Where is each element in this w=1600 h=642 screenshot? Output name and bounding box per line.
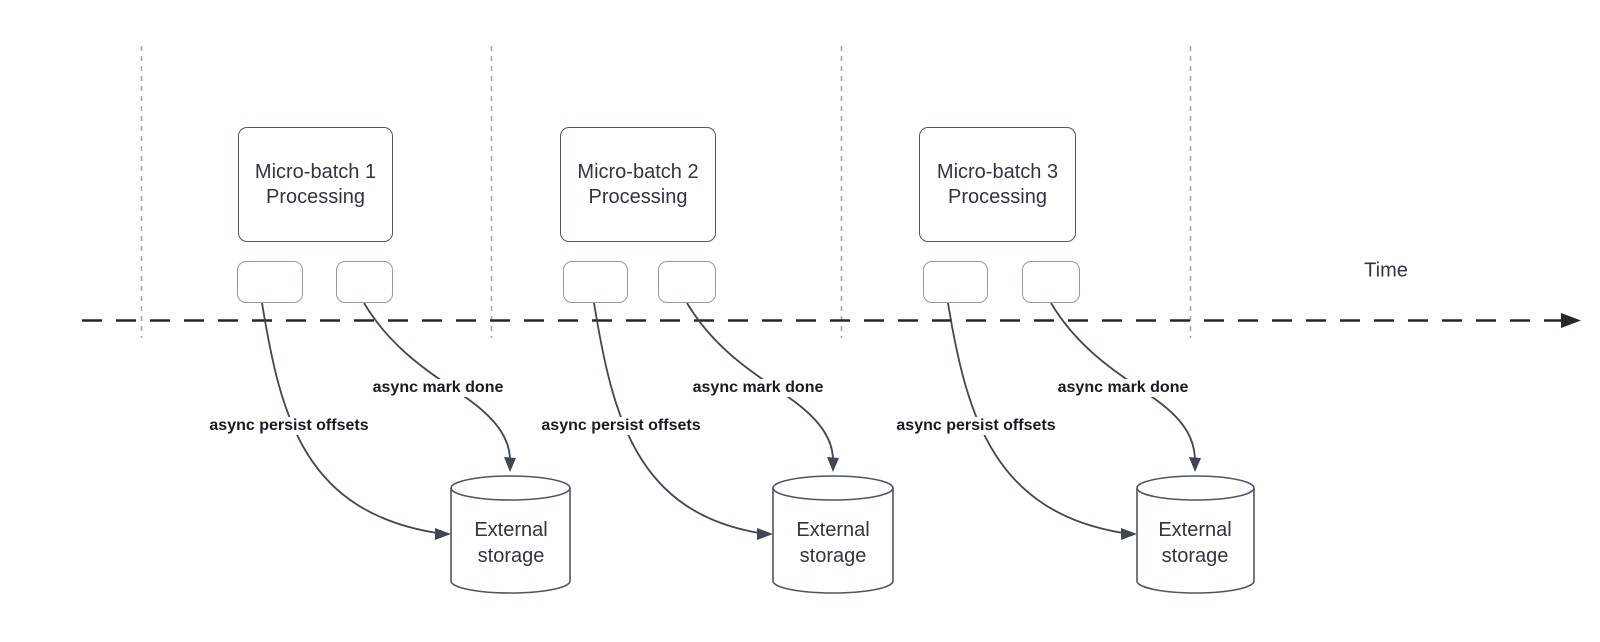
external-storage-cylinder-1: [450, 475, 571, 594]
external-storage-cylinder-lip-2: [772, 487, 894, 501]
microbatch-3-processing-node: Micro-batch 3 Processing: [919, 127, 1076, 242]
persist-offsets-label-3: async persist offsets: [893, 417, 1059, 435]
persist-offsets-arrow-3: [947, 302, 1124, 534]
microbatch-1-mark-done-task-box: [336, 261, 393, 303]
external-storage-label-3: External storage: [1158, 519, 1232, 567]
microbatch-2-title: Micro-batch 2 Processing: [577, 160, 699, 208]
external-storage-label-2: External storage: [796, 519, 870, 567]
microbatch-2-processing-node: Micro-batch 2 Processing: [560, 127, 716, 242]
microbatch-1-persist-offsets-task-box: [237, 261, 303, 303]
external-storage-cylinder-2: [772, 475, 894, 594]
microbatch-3-title: Micro-batch 3 Processing: [936, 160, 1059, 208]
time-axis-arrowhead: [1561, 313, 1581, 328]
external-storage-cylinder-lip-3: [1136, 487, 1255, 501]
mark-done-arrowhead-1: [504, 457, 516, 472]
mark-done-label-3: async mark done: [1054, 379, 1192, 397]
microbatch-3-edges: [947, 302, 1255, 594]
microbatch-3-mark-done-task-box: [1022, 261, 1080, 303]
persist-offsets-arrowhead-1: [435, 528, 451, 540]
mark-done-arrowhead-3: [1189, 457, 1201, 472]
persist-offsets-arrowhead-3: [1121, 528, 1137, 540]
microbatch-2-edges: [593, 302, 894, 594]
time-label: Time: [1364, 259, 1408, 282]
microbatch-2-persist-offsets-task-box: [563, 261, 628, 303]
microbatch-3-persist-offsets-task-box: [923, 261, 988, 303]
persist-offsets-label-1: async persist offsets: [206, 417, 372, 435]
external-storage-cylinder-3: [1136, 475, 1255, 594]
persist-offsets-arrow-2: [593, 302, 760, 534]
mark-done-arrowhead-2: [827, 457, 839, 472]
microbatch-2-mark-done-task-box: [658, 261, 716, 303]
mark-done-label-2: async mark done: [689, 379, 827, 397]
external-storage-label-1: External storage: [474, 519, 548, 567]
microbatch-1-title: Micro-batch 1 Processing: [254, 160, 377, 208]
external-storage-cylinder-lip-1: [450, 487, 571, 501]
microbatch-1-processing-node: Micro-batch 1 Processing: [238, 127, 393, 242]
persist-offsets-arrowhead-2: [757, 528, 773, 540]
mark-done-label-1: async mark done: [369, 379, 507, 397]
persist-offsets-arrow-1: [261, 302, 438, 534]
persist-offsets-label-2: async persist offsets: [538, 417, 704, 435]
